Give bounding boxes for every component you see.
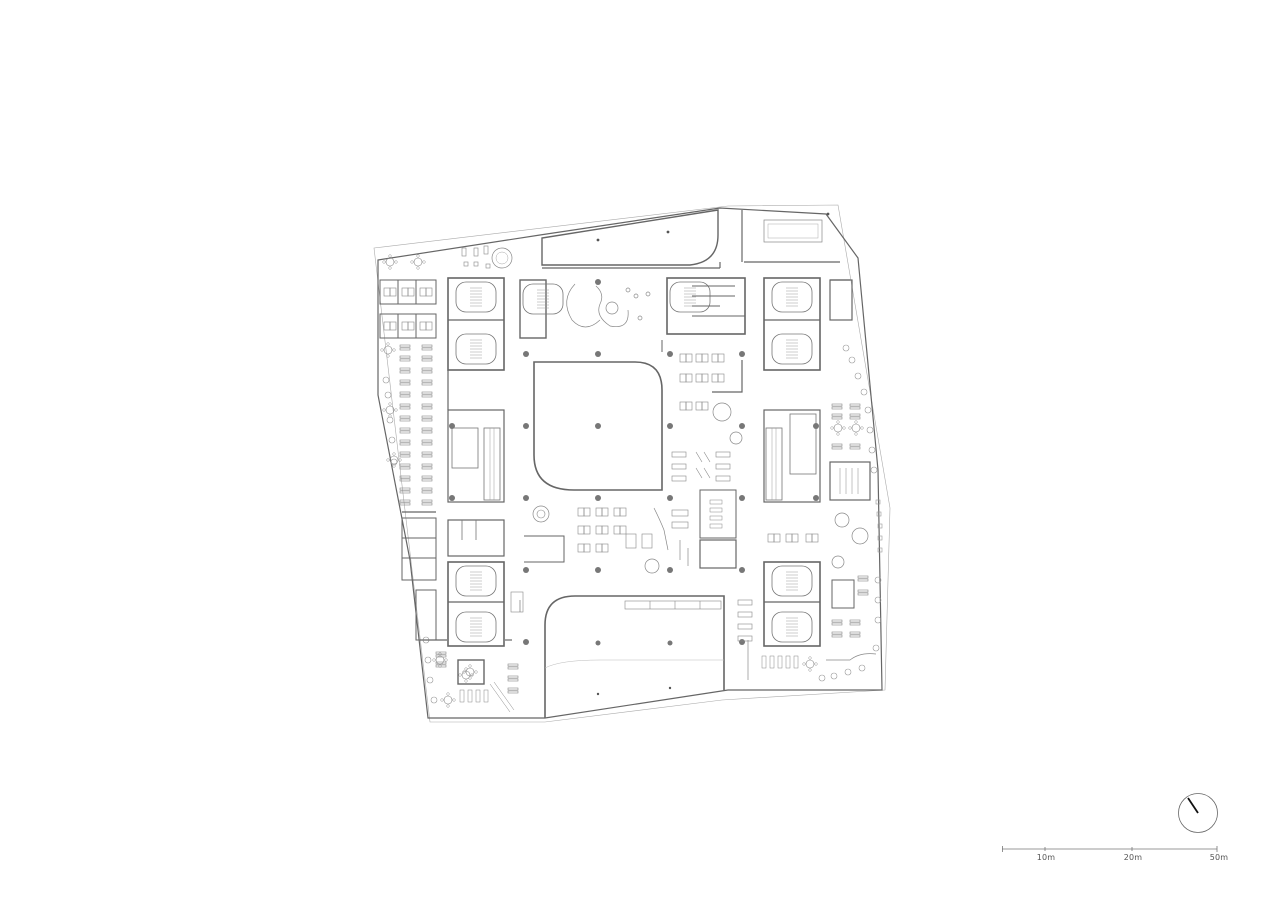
core-south-west (447, 561, 505, 647)
scale-label-20m: 20m (1123, 853, 1143, 862)
north-arrow-icon (1178, 793, 1218, 833)
north-lounge (461, 245, 513, 269)
core-north-centre (666, 277, 746, 335)
core-north-centre-left (519, 279, 564, 339)
north-east-room (741, 210, 840, 263)
south-east-seating (737, 599, 818, 680)
escalator-east (763, 409, 821, 503)
core-north-east (763, 277, 821, 371)
wc-block-west (447, 519, 505, 557)
west-perimeter-seats (382, 376, 438, 704)
columns (449, 279, 819, 645)
scale-label-10m: 10m (1036, 853, 1056, 862)
scale-label-50m: 50m (1209, 853, 1229, 862)
escalator-west (447, 409, 505, 503)
west-offices (379, 279, 437, 641)
north-void (541, 209, 719, 266)
core-south-east (763, 561, 821, 647)
west-desks (383, 287, 433, 331)
north-lounge-curves (566, 283, 651, 328)
central-north-east-tables (661, 340, 743, 482)
west-reading-rows (399, 344, 433, 506)
east-perimeter-seats (818, 344, 883, 682)
scale-bar-line (1002, 846, 1218, 852)
central-void (533, 361, 663, 491)
scale-bar (1002, 845, 1218, 875)
core-north-west (447, 277, 505, 371)
north-arrow (1178, 793, 1218, 833)
site-boundary (373, 204, 891, 723)
south-west-seating (435, 591, 524, 713)
interior-walls (402, 262, 853, 641)
central-south-area (524, 489, 737, 574)
south-void (544, 595, 725, 718)
east-reading-area (767, 403, 877, 661)
building-outline (377, 207, 883, 719)
